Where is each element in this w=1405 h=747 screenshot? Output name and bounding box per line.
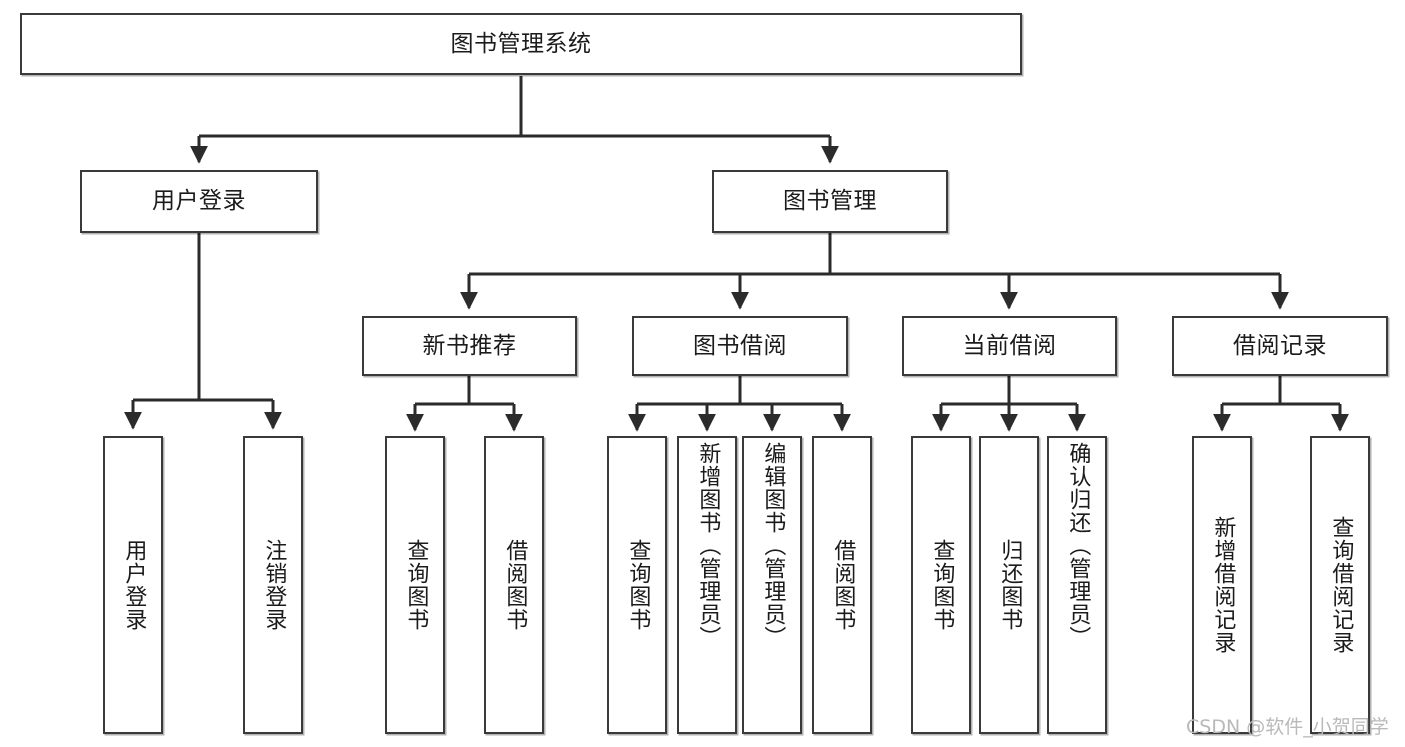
node-book-management[interactable]: 图书管理 bbox=[712, 170, 948, 233]
node-book-borrow[interactable]: 图书借阅 bbox=[632, 316, 848, 376]
node-leaf-add-book[interactable]: 新增图书（管理员） bbox=[677, 436, 737, 734]
node-leaf-query-record-label: 查询借阅记录 bbox=[1328, 516, 1354, 654]
node-leaf-edit-book-label: 编辑图书（管理员） bbox=[760, 442, 786, 649]
node-leaf-borrow-book-1[interactable]: 借阅图书 bbox=[484, 436, 544, 734]
node-borrow-record[interactable]: 借阅记录 bbox=[1172, 316, 1388, 376]
node-leaf-borrow-book-2-label: 借阅图书 bbox=[830, 539, 856, 631]
node-leaf-borrow-book-1-label: 借阅图书 bbox=[502, 539, 528, 631]
node-leaf-query-book-1[interactable]: 查询图书 bbox=[385, 436, 445, 734]
node-new-book-recommend-label: 新书推荐 bbox=[422, 332, 517, 359]
node-current-borrow[interactable]: 当前借阅 bbox=[902, 316, 1117, 376]
node-new-book-recommend[interactable]: 新书推荐 bbox=[362, 316, 577, 376]
node-leaf-query-book-2[interactable]: 查询图书 bbox=[607, 436, 667, 734]
node-book-management-label: 图书管理 bbox=[783, 188, 877, 215]
node-user-login[interactable]: 用户登录 bbox=[80, 170, 318, 233]
node-leaf-query-book-3[interactable]: 查询图书 bbox=[911, 436, 971, 734]
node-book-borrow-label: 图书借阅 bbox=[693, 332, 787, 359]
node-leaf-return-book-label: 归还图书 bbox=[997, 539, 1023, 631]
node-leaf-add-record-label: 新增借阅记录 bbox=[1210, 516, 1236, 654]
node-current-borrow-label: 当前借阅 bbox=[962, 332, 1057, 359]
node-borrow-record-label: 借阅记录 bbox=[1233, 332, 1327, 359]
watermark-text: CSDN @软件_小贺同学 bbox=[1186, 716, 1389, 738]
node-leaf-user-login-label: 用户登录 bbox=[121, 539, 147, 631]
node-leaf-edit-book[interactable]: 编辑图书（管理员） bbox=[742, 436, 802, 734]
node-leaf-user-login[interactable]: 用户登录 bbox=[103, 436, 163, 734]
node-leaf-query-book-1-label: 查询图书 bbox=[403, 539, 429, 631]
node-root-label: 图书管理系统 bbox=[450, 30, 592, 57]
node-leaf-add-book-label: 新增图书（管理员） bbox=[695, 442, 721, 649]
node-leaf-add-record[interactable]: 新增借阅记录 bbox=[1192, 436, 1252, 734]
node-leaf-confirm-return-label: 确认归还（管理员） bbox=[1065, 442, 1091, 649]
node-leaf-user-logout-label: 注销登录 bbox=[261, 539, 287, 631]
node-leaf-borrow-book-2[interactable]: 借阅图书 bbox=[812, 436, 872, 734]
node-user-login-label: 用户登录 bbox=[152, 188, 246, 215]
node-leaf-query-book-2-label: 查询图书 bbox=[625, 539, 651, 631]
node-leaf-query-book-3-label: 查询图书 bbox=[929, 539, 955, 631]
node-leaf-query-record[interactable]: 查询借阅记录 bbox=[1310, 436, 1370, 734]
node-leaf-return-book[interactable]: 归还图书 bbox=[979, 436, 1039, 734]
node-leaf-confirm-return[interactable]: 确认归还（管理员） bbox=[1047, 436, 1107, 734]
node-leaf-user-logout[interactable]: 注销登录 bbox=[243, 436, 303, 734]
node-root[interactable]: 图书管理系统 bbox=[20, 13, 1022, 75]
